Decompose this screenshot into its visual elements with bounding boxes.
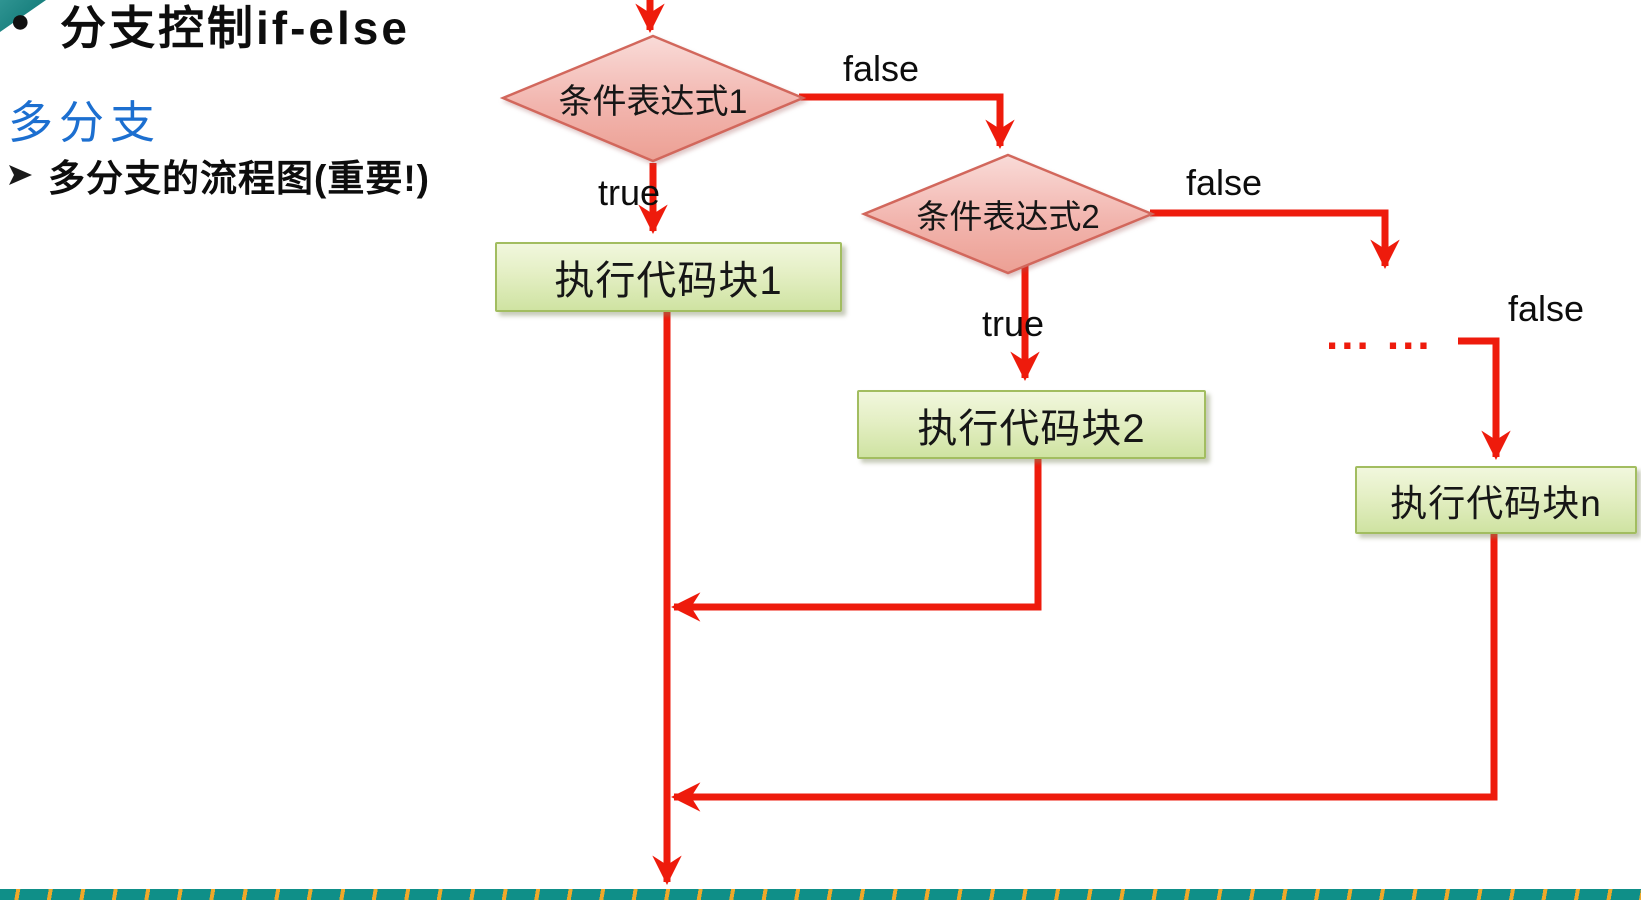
bullet-icon: ● — [10, 2, 31, 40]
bullet-line: 多分支的流程图(重要!) — [8, 148, 430, 202]
false-label-1: false — [843, 48, 920, 89]
edge-false-2 — [1150, 209, 1400, 269]
bullet-line-text: 多分支的流程图(重要!) — [48, 158, 430, 199]
process-box-1: 执行代码块1 — [495, 242, 842, 312]
edge-false-1 — [799, 93, 1015, 149]
process-box-n: 执行代码块n — [1355, 466, 1637, 534]
false-label-3: false — [1508, 288, 1585, 329]
section-subtitle: 多分支 — [8, 97, 162, 148]
page-title: 分支控制if-else — [60, 2, 410, 54]
edge-box2-merge — [671, 458, 1042, 622]
footer-border — [0, 889, 1641, 900]
false-label-2: false — [1186, 162, 1263, 203]
decision-diamond-2 — [860, 153, 1156, 275]
edge-false-3 — [1458, 337, 1511, 460]
true-label-1: true — [598, 172, 661, 213]
process-box-2: 执行代码块2 — [857, 390, 1206, 459]
arrow-bullet-icon — [9, 165, 32, 185]
ellipsis-label: ... ... — [1326, 310, 1433, 359]
decision-diamond-1 — [499, 34, 807, 163]
true-label-2: true — [982, 303, 1045, 344]
edge-boxn-merge — [671, 532, 1498, 812]
